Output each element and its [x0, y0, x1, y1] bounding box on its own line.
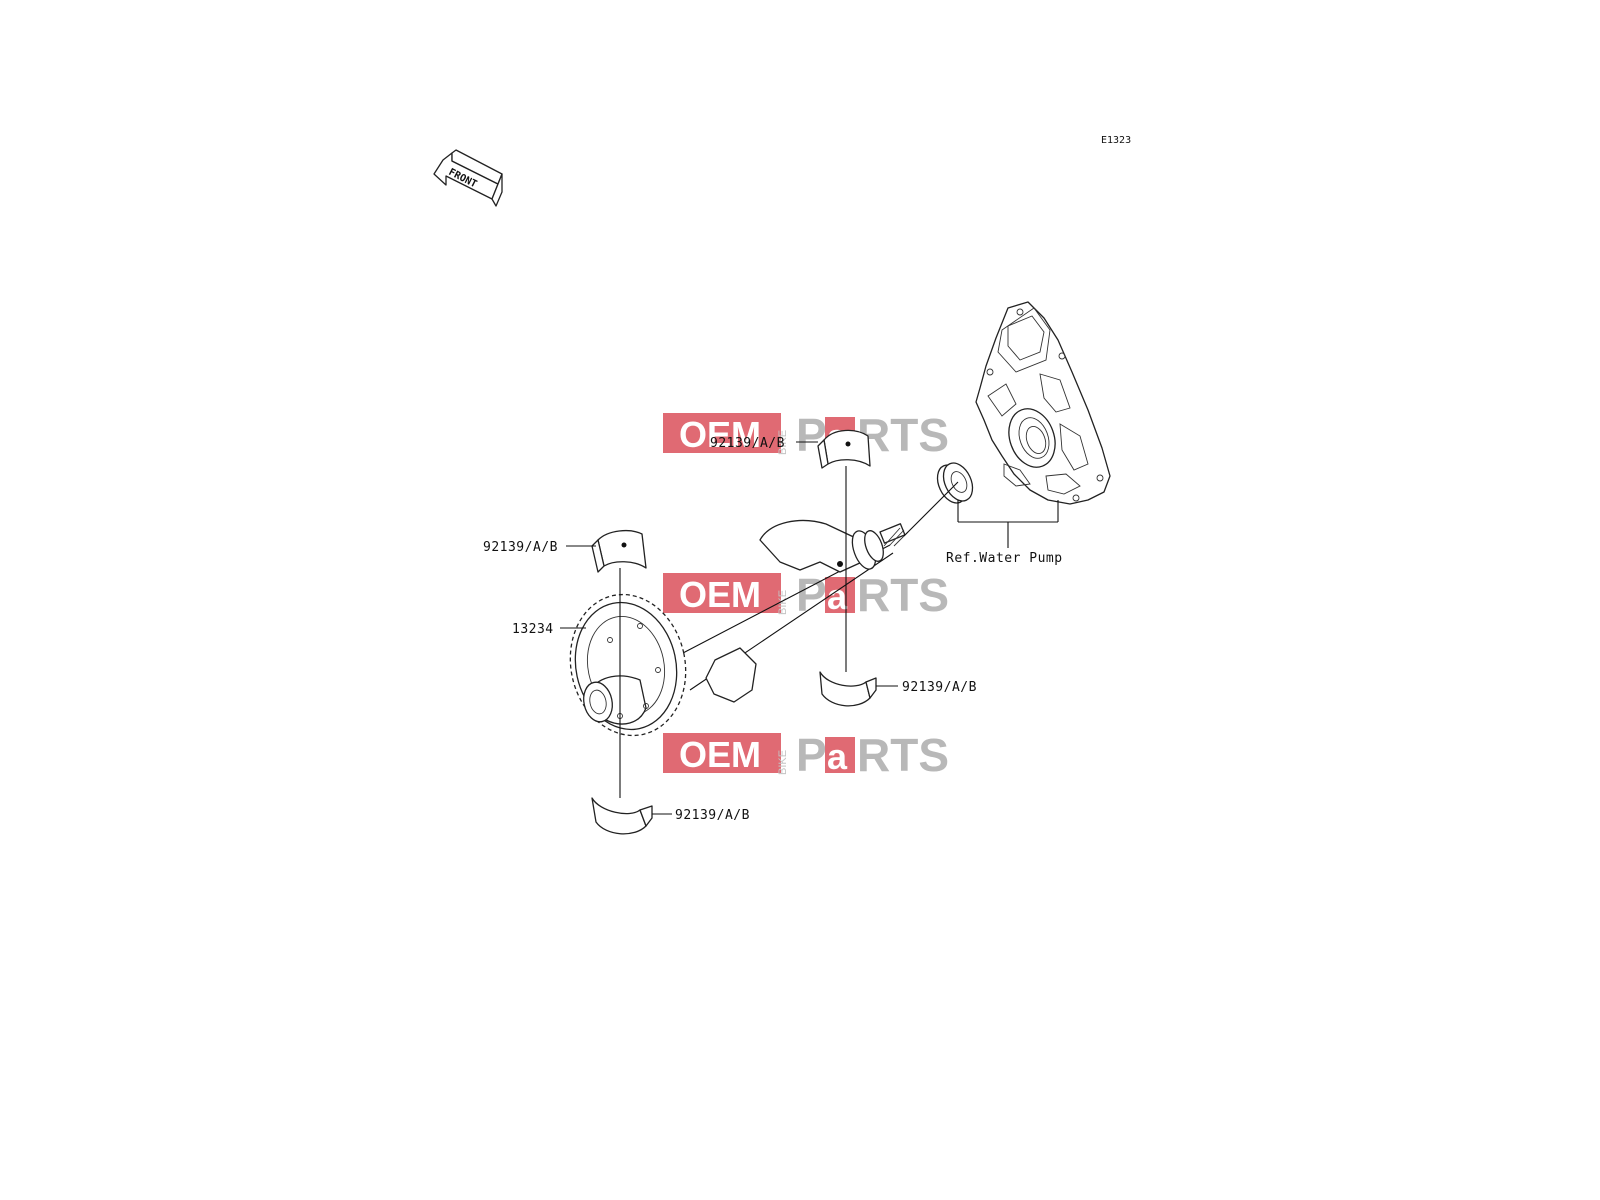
ref-water-pump-label: Ref.Water Pump [946, 551, 1063, 566]
watermark-rts: RTS [857, 409, 949, 461]
diagram-code: E1323 [1101, 135, 1131, 146]
part-label-bearing-top-right: 92139/A/B [710, 436, 785, 451]
balancer-gear [569, 593, 687, 737]
front-arrow-icon: FRONT [433, 149, 503, 207]
balancer-shaft [659, 481, 959, 703]
bearing-shell-bottom-left [591, 797, 653, 835]
watermark-a: a [827, 736, 848, 777]
watermark-rts: RTS [857, 729, 949, 781]
watermark-oem: OEM [679, 734, 761, 775]
part-label-gear: 13234 [512, 622, 554, 637]
part-label-bearing-top-left: 92139/A/B [483, 540, 558, 555]
watermark-oem: OEM [679, 414, 761, 455]
part-label-bearing-bottom-right: 92139/A/B [902, 680, 977, 695]
watermark-p: P [796, 729, 827, 781]
watermark-oem: OEM [679, 574, 761, 615]
watermark-bike: BIKE [777, 590, 789, 615]
watermark-p: P [796, 569, 827, 621]
bearing-shell-top-left [591, 529, 647, 573]
watermark-bike: BIKE [777, 430, 789, 455]
watermark-bike: BIKE [777, 750, 789, 775]
water-pump-cover [975, 301, 1111, 505]
watermark-rts: RTS [857, 569, 949, 621]
part-label-bearing-bottom-left: 92139/A/B [675, 808, 750, 823]
watermark-a: a [827, 576, 848, 617]
leader-lines [560, 441, 1059, 815]
bearing-shell-bottom-right [819, 671, 877, 707]
watermark: OEM BIKE P a RTS OEM BIKE P a RTS OEM BI… [663, 409, 949, 781]
oil-seal [936, 462, 974, 504]
bearing-shell-top-right [817, 429, 871, 469]
